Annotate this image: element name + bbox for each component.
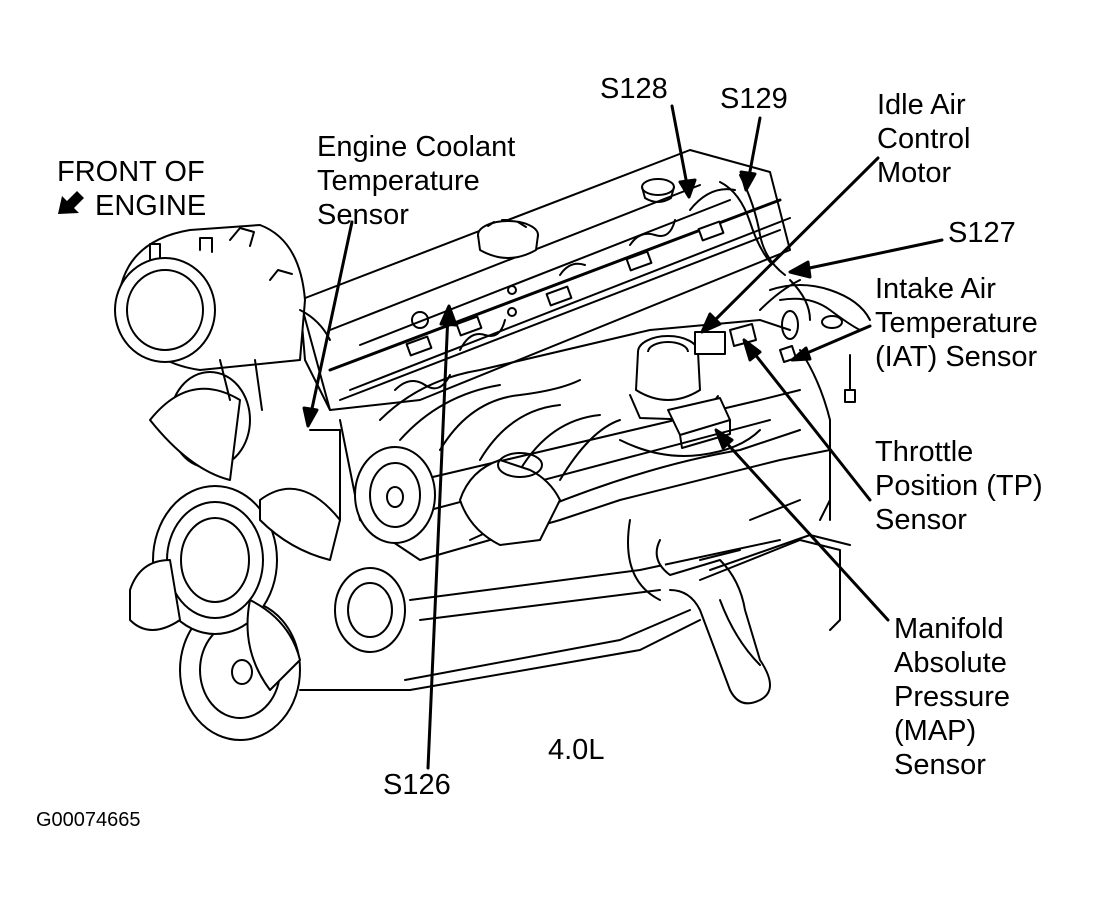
s128-label: S128 <box>600 73 668 105</box>
ac-compressor <box>114 224 331 411</box>
manifold-absolute-pressure-sensor-label: Manifold Absolute Pressure (MAP) Sensor <box>894 612 1010 782</box>
s127-label: S127 <box>948 217 1016 249</box>
label-line: Idle Air <box>877 89 966 121</box>
label-line: Sensor <box>894 749 986 781</box>
oil-filter <box>459 452 561 546</box>
front-of-engine-line2: ENGINE <box>95 190 207 222</box>
label-line: Manifold <box>894 613 1004 645</box>
label-line: Temperature <box>317 165 480 197</box>
cooling-fan <box>129 387 341 691</box>
idle-air-control-motor-label: Idle Air Control Motor <box>877 88 971 190</box>
figure-id-label: G00074665 <box>36 809 141 831</box>
label-line: Engine Coolant <box>317 131 516 163</box>
front-of-engine-line1: FRONT OF <box>57 156 205 188</box>
engine-size-label: 4.0L <box>548 734 605 766</box>
label-line: Absolute <box>894 647 1007 679</box>
label-line: Sensor <box>317 199 409 231</box>
label-line: Temperature <box>875 307 1038 339</box>
label-line: (IAT) Sensor <box>875 341 1038 373</box>
label-line: Pressure <box>894 681 1011 713</box>
wiring-harness <box>759 279 871 521</box>
label-line: Sensor <box>875 504 967 536</box>
label-line: Motor <box>877 157 952 189</box>
callout-leaders <box>302 104 944 770</box>
front-direction-icon <box>58 191 84 214</box>
label-line: Position (TP) <box>875 470 1043 502</box>
front-of-engine-label: FRONT OF ENGINE <box>57 155 206 223</box>
s126-label: S126 <box>383 769 451 801</box>
label-line: Control <box>877 123 971 155</box>
intake-air-temperature-sensor-label: Intake Air Temperature (IAT) Sensor <box>875 272 1038 374</box>
fuel-injectors <box>328 174 791 391</box>
label-line: Intake Air <box>875 273 996 305</box>
s129-label: S129 <box>720 83 788 115</box>
label-line: (MAP) <box>894 715 977 747</box>
label-line: Throttle <box>875 436 974 468</box>
engine-coolant-temperature-sensor-label: Engine Coolant Temperature Sensor <box>317 130 515 232</box>
throttle-body <box>619 323 797 457</box>
throttle-position-sensor-label: Throttle Position (TP) Sensor <box>875 435 1043 537</box>
